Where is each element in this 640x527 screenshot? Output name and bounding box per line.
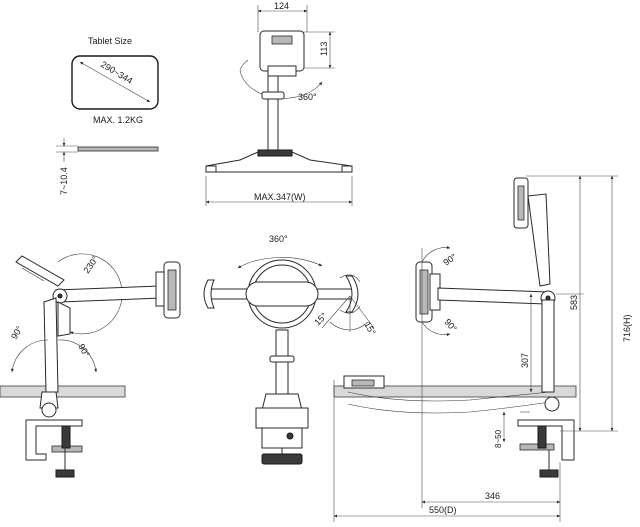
center-view: 360° 15° 15° [203,234,378,465]
dimension-346: 346 [485,491,500,501]
tablet-max-weight: MAX. 1.2KG [93,115,143,125]
left-clamp [25,419,83,461]
dimension-583: 583 [569,295,579,310]
dimension-clamp-range: 8~50 [494,429,503,448]
dimension-width-124: 124 [274,1,289,11]
left-arm [55,285,163,303]
tablet-diagonal-label: 290~344 [99,59,134,86]
right-side-view: 90° 90° 307 583 716(H) 8~50 [333,175,632,522]
dimension-max-width: MAX.347(W) [254,192,306,202]
front-base [205,151,353,173]
dimension-height-113: 113 [319,42,329,56]
tablet-thickness-label: 7~10.4 [59,167,69,195]
left-angle-right: 90° [76,342,92,359]
center-tilt-left: 15° [312,310,329,327]
left-angle-left: 90° [9,324,25,341]
right-upright [541,299,555,393]
tablet-edge-profile [77,146,159,152]
front-rotation-label: 360° [298,92,317,102]
right-clamp-knob [544,396,560,412]
dimension-550: 550(D) [429,505,457,515]
dimension-716: 716(H) [622,314,632,342]
tablet-size-title: Tablet Size [88,36,132,46]
front-pole [267,75,279,159]
left-desk [0,385,126,398]
center-base [255,407,309,429]
tablet-size-spec: Tablet Size 290~344 MAX. 1.2KG 7~10.4 [56,36,159,195]
left-upright [43,297,59,393]
right-arm [437,287,549,305]
center-tilt-right: 15° [362,320,378,337]
left-side-view: 230° 90° 90° [0,253,181,478]
front-view: 124 113 360° MAX.347(W) [205,1,353,206]
right-angle-bottom: 90° [442,317,459,334]
center-rotation-label: 360° [269,234,288,244]
right-clamp [517,419,575,461]
dimension-307: 307 [520,353,530,368]
right-angle-top: 90° [441,251,458,267]
left-clamp-knob [41,402,57,418]
tablet-outline-icon [71,55,159,110]
